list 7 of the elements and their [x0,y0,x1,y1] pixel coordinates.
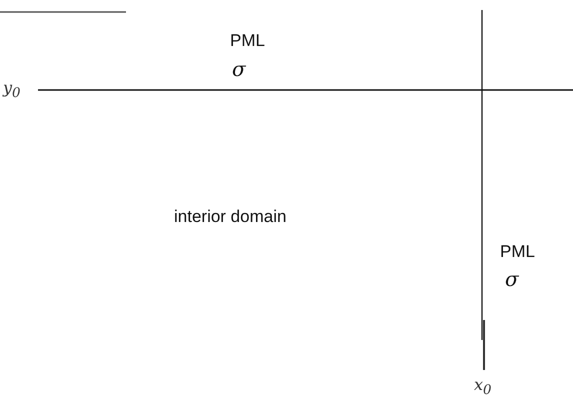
symbol-label: σ [505,267,519,291]
region-label: interior domain [174,207,286,227]
coordinate-label: y$_{0}$ [3,78,21,102]
coordinate-label: x$_{0}$ [474,375,492,398]
region-label: PML [230,31,265,51]
region-label: PML [500,242,535,262]
symbol-label: σ [232,57,246,81]
